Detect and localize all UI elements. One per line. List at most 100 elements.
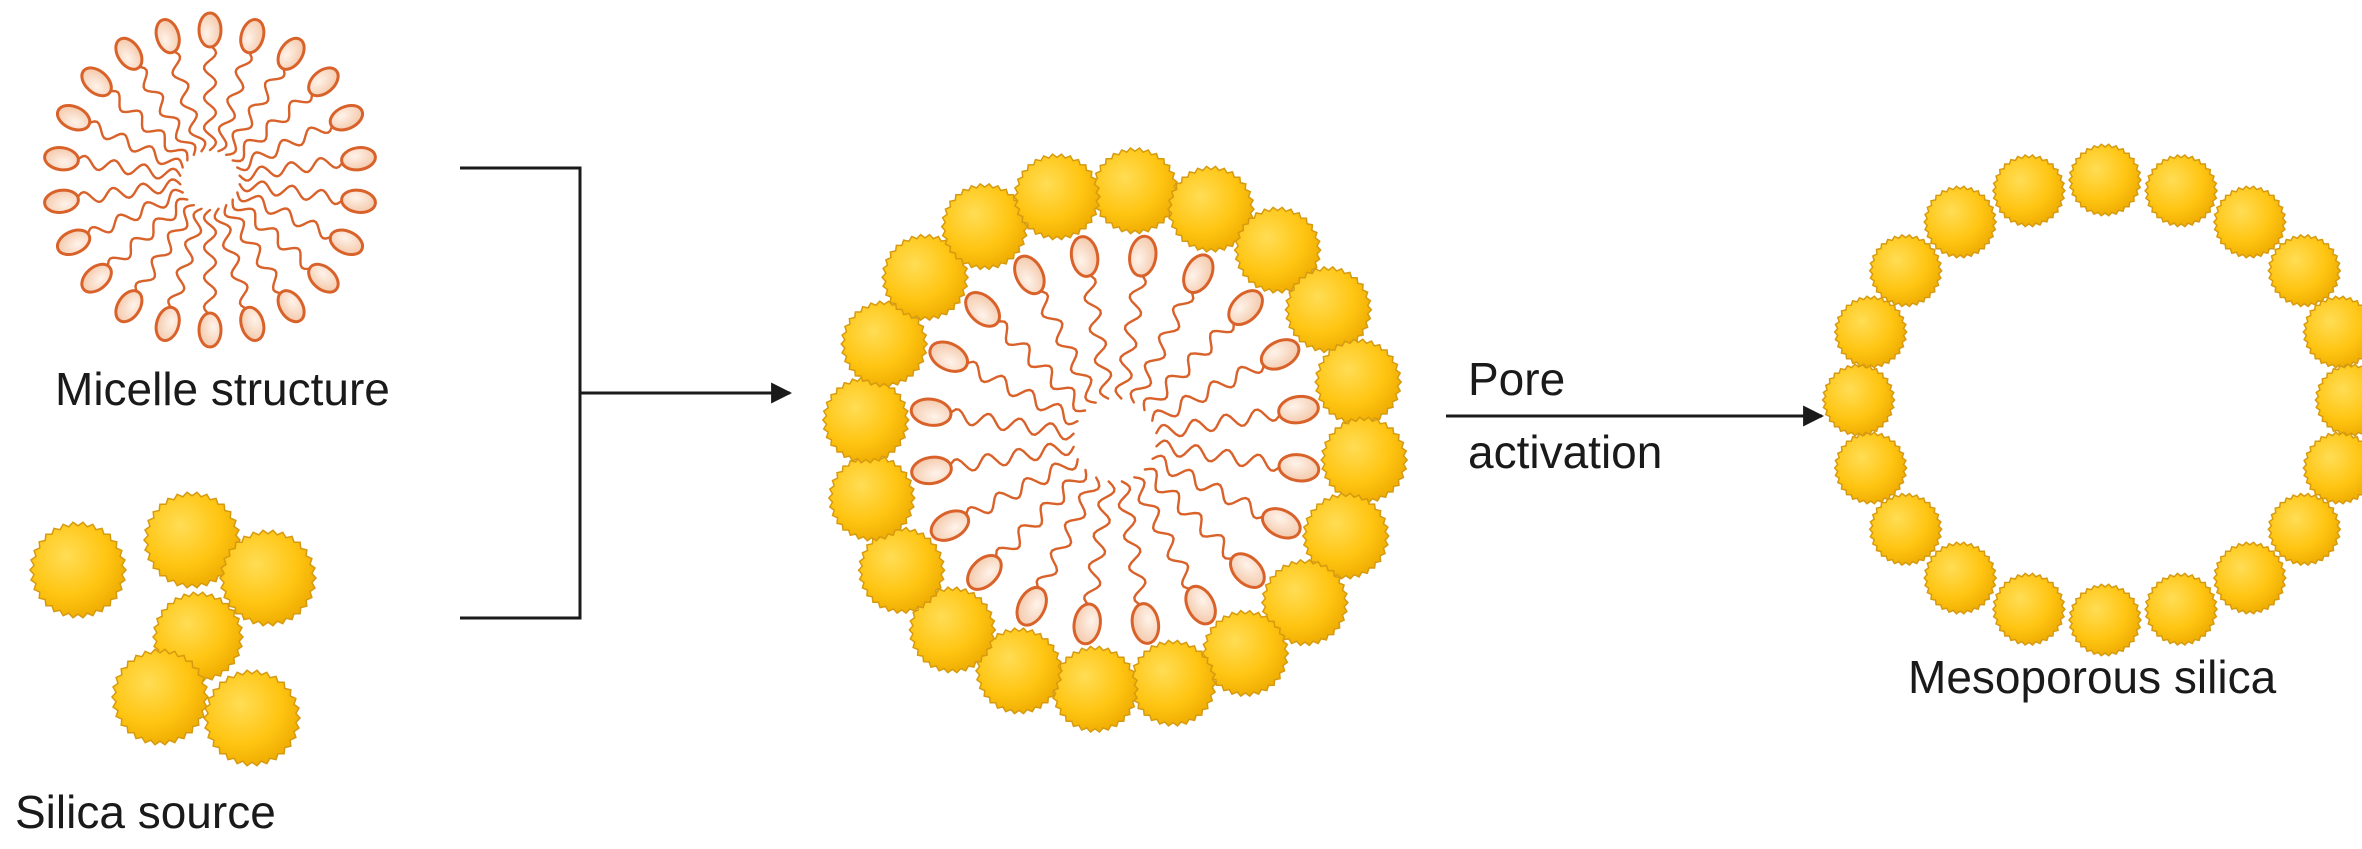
template-silica-particle	[827, 454, 916, 542]
surfactant-tail	[963, 360, 1079, 426]
surfactant-head	[80, 262, 113, 294]
surfactant-tail	[1114, 272, 1147, 400]
silica-source-particle	[218, 529, 318, 627]
surfactant-tail	[134, 204, 195, 295]
surfactant-tail	[1143, 467, 1236, 560]
surfactant-tail	[238, 156, 345, 182]
template-silica-particle	[975, 627, 1064, 715]
surfactant-head	[197, 311, 223, 349]
surfactant-tail	[106, 197, 189, 270]
pore-activation-label-line2: activation	[1468, 426, 1662, 478]
template-silica-particle	[1301, 492, 1390, 580]
template-silica-particle	[1320, 416, 1409, 504]
surfactant-head	[80, 66, 113, 98]
surfactant-tail	[1133, 476, 1194, 591]
silica-source-particle	[202, 669, 302, 767]
micelle-structure	[43, 11, 377, 349]
surfactant-head	[43, 146, 80, 172]
surfactant-tail	[964, 458, 1079, 519]
surfactant-head	[1015, 585, 1048, 627]
surfactant-tail	[1155, 439, 1283, 472]
mesoporous-silica-particle	[2314, 363, 2362, 437]
silica-source-particle	[110, 648, 210, 746]
template-silica-particle	[1012, 153, 1102, 241]
surfactant-tail	[75, 154, 182, 180]
surfactant-tail	[1129, 288, 1195, 404]
silica-micelle-template	[821, 147, 1409, 733]
surfactant-head	[1277, 453, 1321, 483]
mesoporous-silica-particle	[1821, 363, 1896, 437]
surfactant-tail	[225, 65, 286, 156]
mesoporous-silica-ring	[1821, 143, 2362, 657]
surfactant-head	[964, 291, 1002, 328]
surfactant-tail	[170, 49, 207, 153]
surfactant-tail	[1142, 319, 1235, 412]
surfactant-head	[154, 305, 181, 343]
surfactant-head	[154, 17, 181, 55]
surfactant-tail	[236, 191, 334, 240]
mesoporous-silica-particle	[1868, 233, 1943, 308]
surfactant-head	[276, 36, 306, 71]
surfactant-tail	[86, 188, 184, 238]
surfactant-tail	[213, 207, 250, 311]
mesoporous-silica-particle	[1991, 572, 2066, 646]
surfactant-tail	[167, 207, 203, 311]
surfactant-tail	[1036, 289, 1097, 404]
surfactant-tail	[238, 180, 345, 206]
surfactant-tail	[136, 65, 197, 156]
surfactant-head	[928, 340, 970, 373]
surfactant-tail	[217, 49, 253, 153]
silica-source-particle	[28, 521, 128, 619]
surfactant-tail	[947, 408, 1075, 441]
mesoporous-silica-particle	[2067, 583, 2143, 657]
surfactant-head	[239, 305, 266, 343]
mesoporous-silica-particle	[2067, 143, 2143, 217]
surfactant-head	[43, 188, 80, 214]
surfactant-head	[197, 11, 223, 49]
mesoporous-silica-particle	[1923, 185, 1998, 259]
surfactant-head	[1260, 507, 1302, 540]
surfactant-head	[340, 188, 377, 214]
surfactant-tail	[1083, 480, 1116, 608]
combine-bracket	[460, 166, 582, 620]
silica-source-cluster	[28, 491, 318, 767]
template-silica-particle	[1260, 558, 1349, 647]
template-silica-particle	[857, 526, 946, 615]
surfactant-head	[1069, 235, 1100, 278]
mesoporous-silica-particle	[2144, 572, 2219, 646]
template-silica-particle	[1166, 165, 1255, 253]
template-silica-particle	[940, 182, 1029, 271]
surfactant-head	[1182, 253, 1215, 295]
mesoporous-silica-particle	[2302, 431, 2362, 505]
mesoporous-silica-particle	[2212, 541, 2287, 615]
surfactant-head	[328, 228, 365, 257]
silica-source-particle	[142, 491, 242, 589]
surfactant-tail	[994, 320, 1087, 413]
surfactant-head	[1072, 602, 1102, 646]
template-silica-particle	[908, 586, 997, 674]
surfactant-head	[55, 228, 92, 257]
mesoporous-silica-particle	[1833, 431, 1908, 505]
surfactant-tail	[223, 204, 284, 295]
surfactant-head	[307, 66, 340, 98]
surfactant-head	[1130, 602, 1161, 645]
mesoporous-silica-particle	[2144, 154, 2219, 228]
surfactant-tail	[1117, 480, 1147, 607]
surfactant-tail	[1035, 476, 1101, 592]
surfactant-head	[307, 262, 340, 294]
surfactant-head	[966, 553, 1003, 591]
micelle-structure-label: Micelle structure	[55, 363, 390, 415]
surfactant-tail	[107, 89, 189, 162]
template-silica-particle	[1091, 147, 1180, 235]
surfactant-tail	[202, 208, 218, 316]
surfactant-head	[114, 289, 144, 324]
surfactant-tail	[948, 442, 1075, 472]
mesoporous-silica-particle	[1833, 295, 1908, 369]
surfactant-head	[328, 103, 365, 132]
surfactant-head	[1227, 289, 1264, 327]
surfactant-tail	[86, 120, 184, 169]
surfactant-tail	[202, 44, 218, 152]
surfactant-tail	[1155, 408, 1282, 438]
surfactant-tail	[1151, 361, 1266, 422]
